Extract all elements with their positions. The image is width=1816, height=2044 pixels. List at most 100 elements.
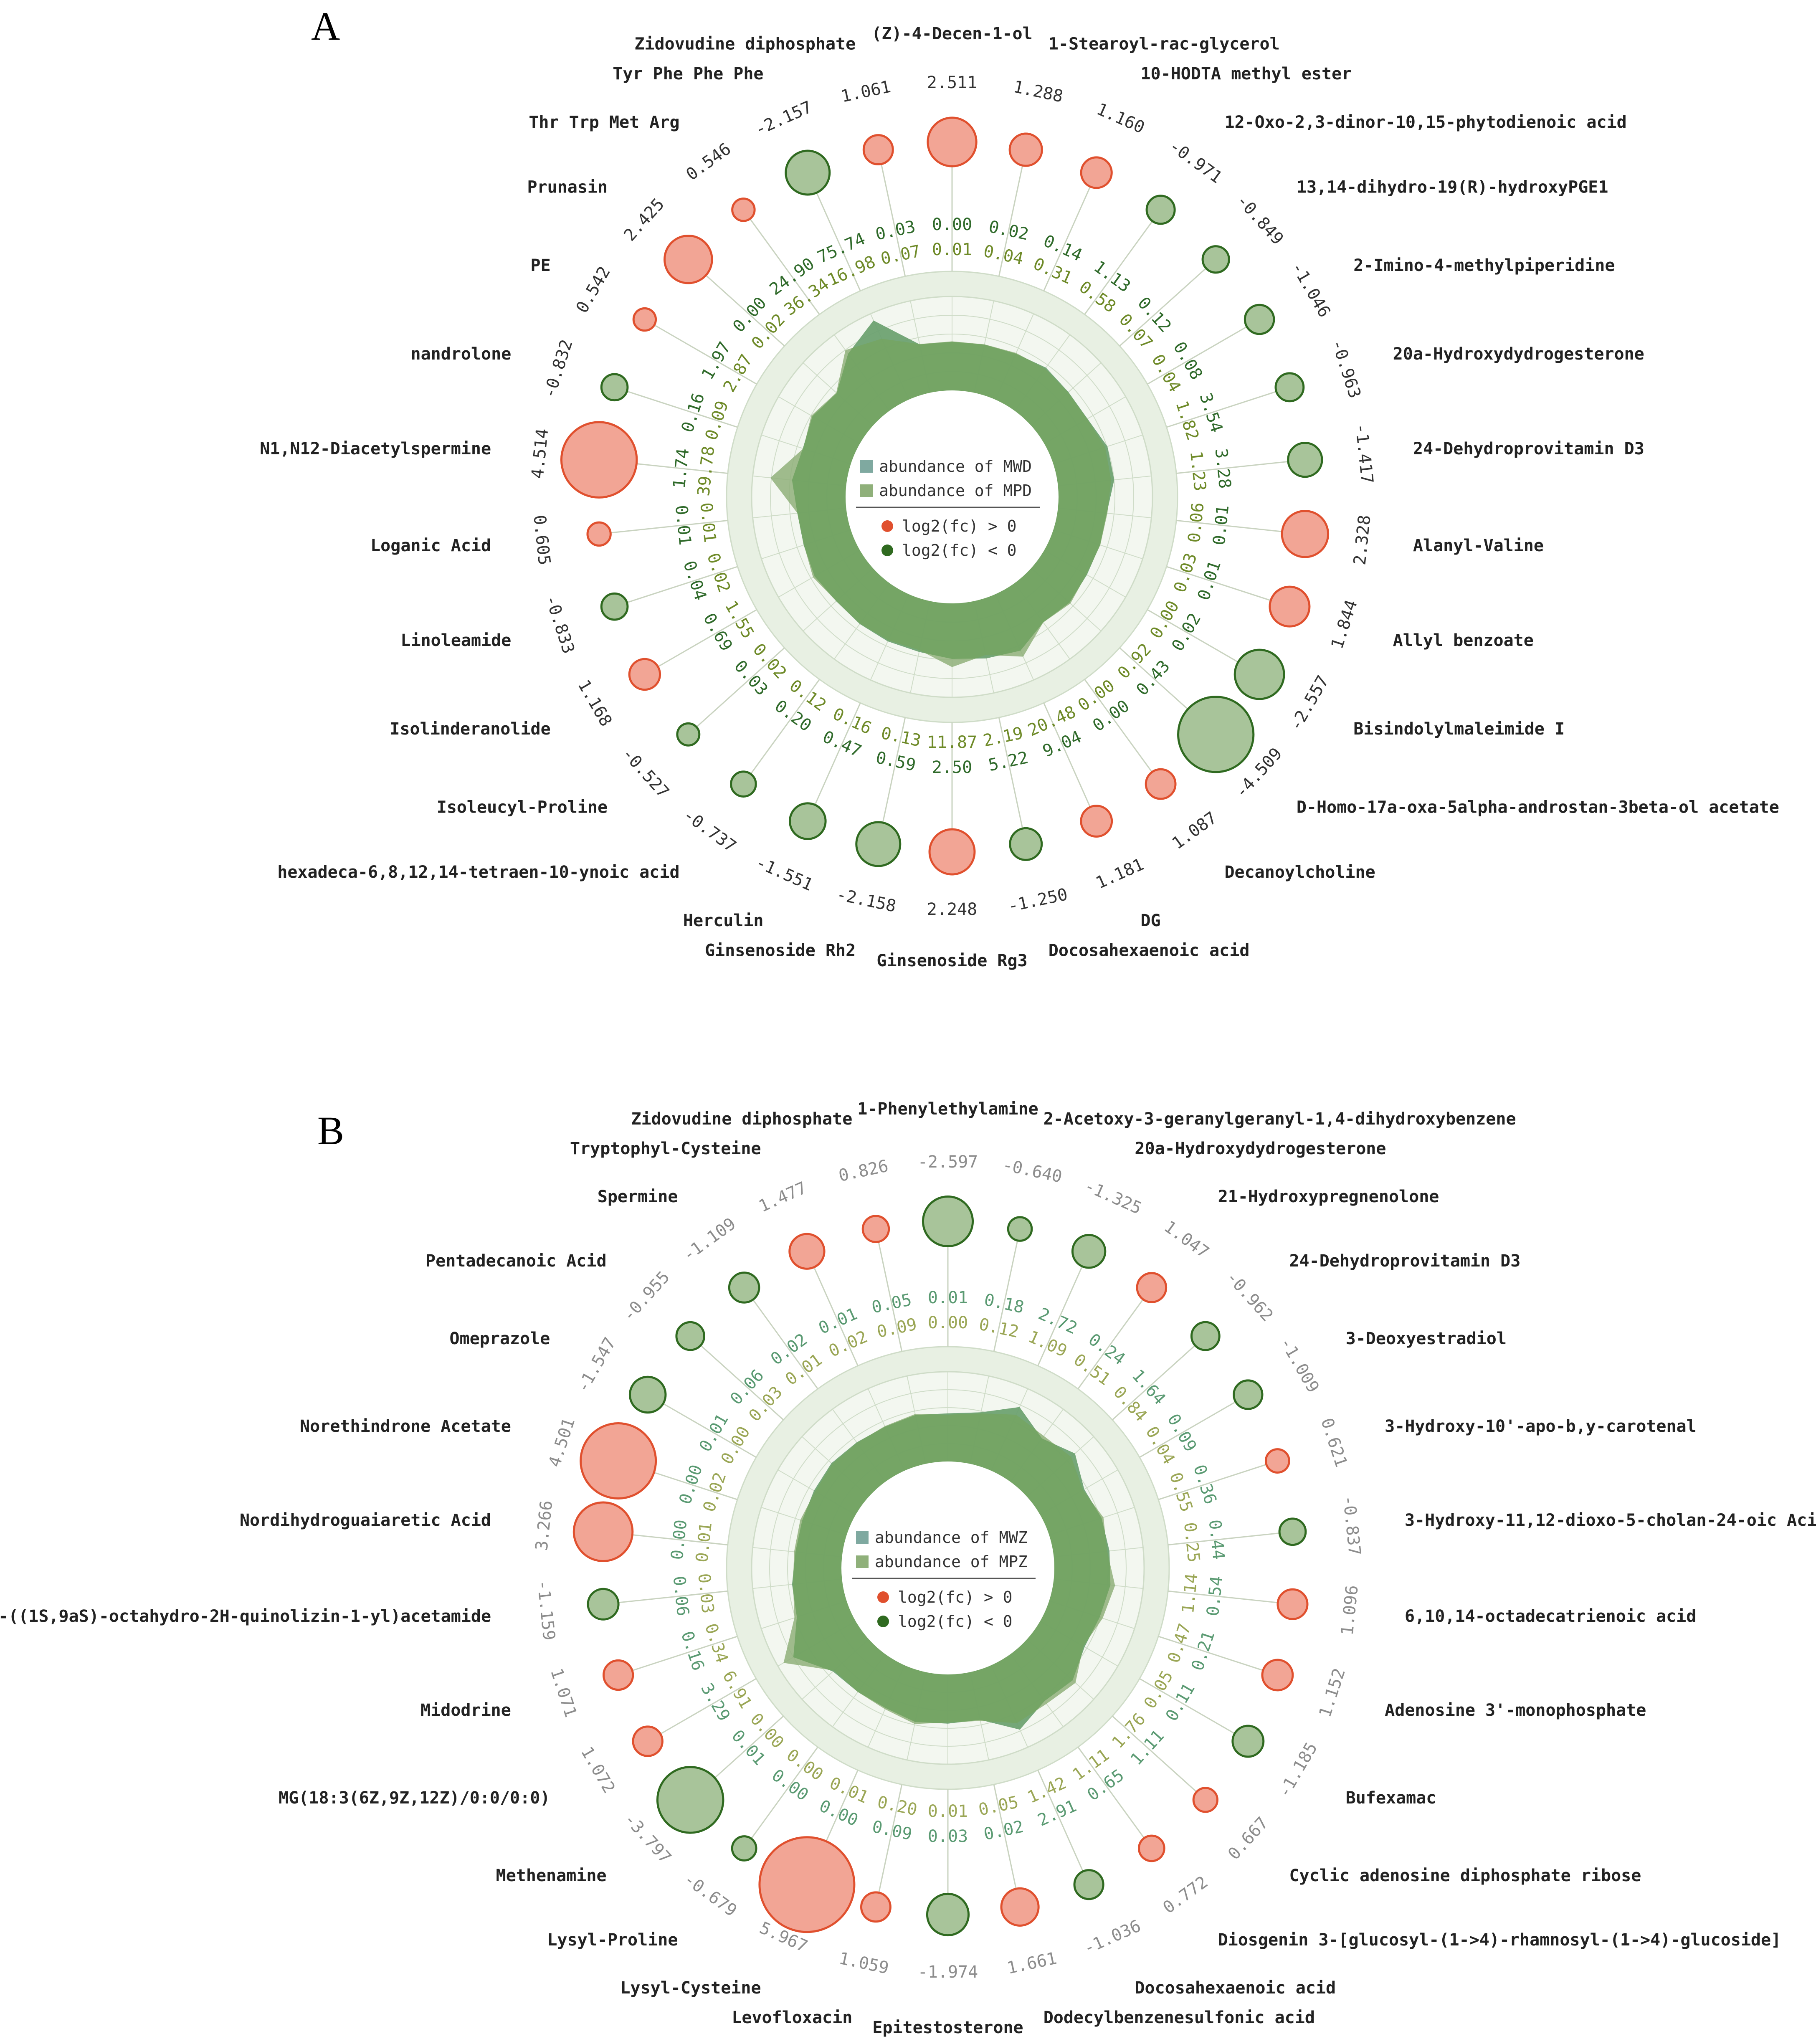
- metabolite-label: PE: [531, 256, 551, 275]
- metabolite-label: 13,14-dihydro-19(R)-hydroxyPGE1: [1297, 177, 1608, 197]
- legend-dot-negative: [877, 1616, 889, 1627]
- metabolite-label: Zidovudine diphosphate: [634, 34, 856, 53]
- center-hole: [846, 390, 1059, 603]
- bubble: [628, 658, 661, 691]
- spoke: [1158, 1460, 1278, 1500]
- panel-letter: B: [317, 1108, 344, 1153]
- abundance-label-series-1: 0.03: [928, 1827, 968, 1846]
- spoke: [877, 149, 906, 277]
- bubble: [1277, 1588, 1309, 1620]
- metabolite-label: Prunasin: [527, 177, 608, 197]
- spoke: [1037, 1251, 1089, 1366]
- metabolite-label: 12-Oxo-2,3-dinor-10,15-phytodienoic acid: [1224, 113, 1626, 132]
- bubble: [600, 592, 629, 621]
- bubble: [1007, 1216, 1033, 1242]
- metabolite-label: Ginsenoside Rh2: [705, 941, 856, 960]
- bubble: [1177, 696, 1255, 773]
- bubble: [860, 1891, 892, 1923]
- spoke: [1077, 1746, 1152, 1849]
- bubble: [664, 234, 713, 284]
- bubble: [1080, 805, 1113, 838]
- metabolite-label: Lysyl-Cysteine: [620, 1978, 761, 1998]
- abundance-label-series-2: 11.87: [927, 733, 977, 752]
- bubble: [1261, 1659, 1294, 1692]
- bubble: [586, 521, 612, 547]
- bubble: [632, 1725, 664, 1757]
- metabolite-label: 24-Dehydroprovitamin D3: [1289, 1251, 1520, 1271]
- spoke: [998, 717, 1027, 844]
- spoke: [603, 1590, 728, 1605]
- bubble: [922, 1195, 974, 1248]
- metabolite-label: Spermine: [598, 1187, 678, 1206]
- abundance-label-series-2: 0.01: [696, 502, 719, 544]
- metabolite-label: 2-Acetoxy-3-geranylgeranyl-1,4-dihydroxy…: [1044, 1109, 1516, 1129]
- spoke: [743, 679, 820, 785]
- bubble: [1080, 156, 1113, 189]
- spoke: [1077, 1287, 1152, 1390]
- metabolite-label: MG(18:3(6Z,9Z,12Z)/0:0/0:0): [279, 1788, 550, 1808]
- spoke: [614, 386, 738, 428]
- bubble: [587, 1588, 620, 1621]
- fc-label: -1.974: [918, 1963, 978, 1982]
- metabolite-label: N1,N12-Diacetylspermine: [260, 439, 491, 458]
- spoke: [1084, 209, 1161, 315]
- spoke: [998, 149, 1027, 277]
- panel-letter: A: [311, 4, 340, 48]
- metabolite-label: Dodecylbenzenesulfonic acid: [1044, 2008, 1315, 2027]
- metabolite-label: DG: [1140, 911, 1160, 930]
- abundance-label-series-1: 0.44: [1205, 1519, 1228, 1561]
- bubble: [927, 117, 978, 167]
- metabolite-label: Alanyl-Valine: [1413, 536, 1544, 555]
- spoke: [690, 1335, 784, 1421]
- bubble: [1281, 510, 1330, 558]
- fc-label: -2.597: [918, 1152, 978, 1172]
- metabolite-label: Bufexamac: [1346, 1788, 1436, 1808]
- spoke: [618, 1636, 738, 1676]
- legend-label-positive: log2(fc) > 0: [902, 517, 1017, 535]
- bubble: [1278, 1517, 1307, 1546]
- bubble: [728, 1271, 760, 1304]
- metabolite-label: Norethindrone Acetate: [300, 1417, 511, 1436]
- metabolite-label: (Z)-4-Decen-1-ol: [871, 24, 1032, 43]
- metabolite-label: Midodrine: [420, 1701, 511, 1720]
- spoke: [1043, 172, 1097, 291]
- bubble: [1233, 648, 1285, 700]
- abundance-label-series-2: 1.14: [1178, 1573, 1202, 1615]
- bubble: [1192, 1787, 1218, 1813]
- metabolite-label: Bisindolylmaleimide I: [1353, 719, 1565, 739]
- bubble: [788, 802, 827, 840]
- bubble: [731, 1835, 757, 1862]
- metabolite-label: Allyl benzoate: [1393, 631, 1534, 650]
- spoke: [875, 1784, 903, 1907]
- spoke: [1166, 566, 1290, 608]
- legend-label-series-2: abundance of MPD: [879, 481, 1032, 500]
- panel-a-letter: A: [311, 4, 340, 48]
- abundance-label-series-1: 0.01: [671, 504, 695, 546]
- bubble: [560, 421, 638, 499]
- abundance-label-series-2: 0.01: [928, 1802, 968, 1821]
- abundance-label-series-1: 1.74: [670, 448, 693, 490]
- abundance-label-series-1: 0.06: [669, 1575, 693, 1617]
- bubble: [1233, 1379, 1264, 1410]
- metabolite-label: Linoleamide: [400, 631, 511, 650]
- spoke: [743, 1287, 818, 1390]
- bubble: [1136, 1272, 1168, 1303]
- spoke: [599, 519, 728, 535]
- legend-swatch-series-1: [856, 1531, 869, 1544]
- bubble: [676, 722, 701, 747]
- metabolite-label: Tyr Phe Phe Phe: [613, 64, 763, 84]
- legend-label-negative: log2(fc) < 0: [898, 1612, 1013, 1631]
- bubble: [632, 307, 657, 332]
- metabolite-label: Cyclic adenosine diphosphate ribose: [1289, 1866, 1641, 1885]
- legend-dot-negative: [881, 545, 893, 556]
- bubble: [1244, 304, 1275, 335]
- metabolite-label: Pentadecanoic Acid: [426, 1251, 606, 1271]
- spoke: [1037, 1770, 1089, 1885]
- spoke: [875, 1228, 903, 1352]
- abundance-label-series-1: 3.28: [1211, 448, 1235, 490]
- bubble: [1008, 132, 1043, 167]
- metabolite-label: 21-Hydroxypregnenolone: [1218, 1187, 1439, 1206]
- metabolite-label: 10-HODTA methyl ester: [1140, 64, 1352, 84]
- legend-label-series-2: abundance of MPZ: [875, 1553, 1028, 1571]
- abundance-label-series-1: 0.00: [668, 1519, 691, 1561]
